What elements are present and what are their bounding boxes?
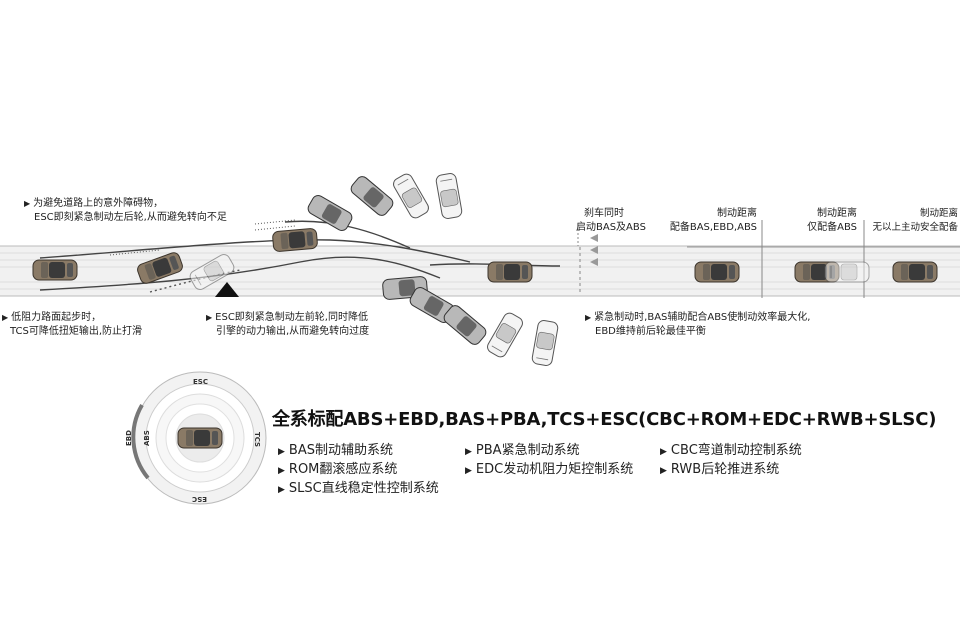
marker-icon: ▶ (465, 466, 472, 476)
car-oversteer-ghost-4 (434, 172, 464, 220)
feature-item: ▶CBC弯道制动控制系统 (660, 439, 802, 458)
feature-label: BAS制动辅助系统 (288, 443, 393, 458)
brake-distance-desc: 无以上主动安全配备 (872, 222, 958, 233)
feature-label: EDC发动机阻力矩控制系统 (475, 462, 634, 477)
annotation-bottom-left: ▶低阻力路面起步时， TCS可降低扭矩输出,防止打滑 (2, 311, 142, 339)
feature-label: SLSC直线稳定性控制系统 (288, 481, 439, 496)
car-lower-ghost-3 (441, 302, 489, 348)
feature-item: ▶ROM翻滚感应系统 (278, 458, 397, 477)
car-brake-none-ghost (824, 261, 870, 283)
marker-icon: ▶ (278, 466, 285, 476)
marker-icon: ▶ (206, 313, 213, 322)
annotation-bottom-right: ▶紧急制动时,BAS辅助配合ABS使制动效率最大化, EBD维持前后轮最佳平衡 (585, 311, 810, 339)
brake-distance-title: 制动距离 (817, 208, 857, 219)
brake-distance-title: 制动距离 (717, 208, 757, 219)
annotation-text: ESC即刻紧急制动左后轮,从而避免转向不足 (34, 212, 227, 223)
brake-distance-label-2: 制动距离 仅配备ABS (767, 207, 857, 235)
ring-label-left-inner: ABS (143, 430, 151, 446)
obstacle-triangle (215, 282, 239, 297)
ring-label-top: ESC (193, 378, 208, 386)
brake-distance-label-3: 制动距离 无以上主动安全配备 (866, 207, 958, 235)
brake-start-arrows (590, 234, 598, 266)
annotation-text: 刹车同时 (584, 208, 624, 219)
annotation-text: 紧急制动时,BAS辅助配合ABS使制动效率最大化, (594, 312, 811, 323)
car-brake-bas-ebd-abs (694, 261, 740, 283)
ring-label-bottom: ESC (192, 495, 207, 503)
annotation-text: 低阻力路面起步时， (11, 312, 102, 323)
marker-icon: ▶ (2, 313, 9, 322)
skid-marks (109, 219, 296, 256)
car-understeer-2 (271, 227, 319, 253)
annotation-text: EBD维持前后轮最佳平衡 (595, 326, 706, 337)
brake-distance-markers (577, 220, 865, 298)
feature-label: RWB后轮推进系统 (670, 462, 780, 477)
annotation-text: TCS可降低扭矩输出,防止打滑 (10, 326, 143, 337)
marker-icon: ▶ (24, 199, 31, 208)
ring-label-left-outer: EBD (125, 430, 133, 446)
car-lower-ghost-4 (484, 310, 526, 360)
feature-label: CBC弯道制动控制系统 (670, 443, 802, 458)
feature-item: ▶RWB后轮推进系统 (660, 458, 779, 477)
marker-icon: ▶ (278, 447, 285, 457)
annotation-brake-start: 刹车同时 启动BAS及ABS (576, 207, 646, 235)
marker-icon: ▶ (585, 313, 592, 322)
feature-item: ▶BAS制动辅助系统 (278, 439, 393, 458)
marker-icon: ▶ (660, 466, 667, 476)
brake-distance-desc: 仅配备ABS (807, 222, 857, 233)
marker-icon: ▶ (465, 447, 472, 457)
annotation-text: 启动BAS及ABS (576, 222, 646, 233)
feature-label: ROM翻滚感应系统 (288, 462, 398, 477)
car-lower-ghost-5 (530, 319, 560, 367)
annotation-text: 为避免道路上的意外障碍物， (33, 198, 164, 209)
feature-item: ▶EDC发动机阻力矩控制系统 (465, 458, 633, 477)
car-straight (487, 261, 533, 283)
brake-distance-label-1: 制动距离 配备BAS,EBD,ABS (665, 207, 757, 235)
annotation-text: 引擎的动力输出,从而避免转向过度 (216, 326, 370, 337)
annotation-bottom-middle: ▶ESC即刻紧急制动左前轮,同时降低 引擎的动力输出,从而避免转向过度 (206, 311, 369, 339)
brake-distance-title: 制动距离 (919, 208, 958, 219)
marker-icon: ▶ (278, 485, 285, 495)
annotation-top-left: ▶为避免道路上的意外障碍物， ESC即刻紧急制动左后轮,从而避免转向不足 (24, 197, 227, 225)
car-oversteer-ghost-2 (348, 173, 396, 219)
feature-item: ▶SLSC直线稳定性控制系统 (278, 477, 439, 496)
car-brake-none (892, 261, 938, 283)
stability-ring-icon: ESC TCS ESC EBD ABS (125, 371, 267, 505)
feature-label: PBA紧急制动系统 (475, 443, 580, 458)
ring-label-right: TCS (253, 432, 261, 447)
brake-distance-desc: 配备BAS,EBD,ABS (669, 222, 757, 233)
car-oversteer-ghost-3 (390, 171, 432, 221)
car-start (32, 259, 78, 281)
feature-item: ▶PBA紧急制动系统 (465, 439, 580, 458)
annotation-text: ESC即刻紧急制动左前轮,同时降低 (215, 312, 368, 323)
car-oversteer-ghost-1 (305, 192, 355, 234)
marker-icon: ▶ (660, 447, 667, 457)
headline: 全系标配ABS+EBD,BAS+PBA,TCS+ESC(CBC+ROM+EDC+… (272, 409, 937, 430)
